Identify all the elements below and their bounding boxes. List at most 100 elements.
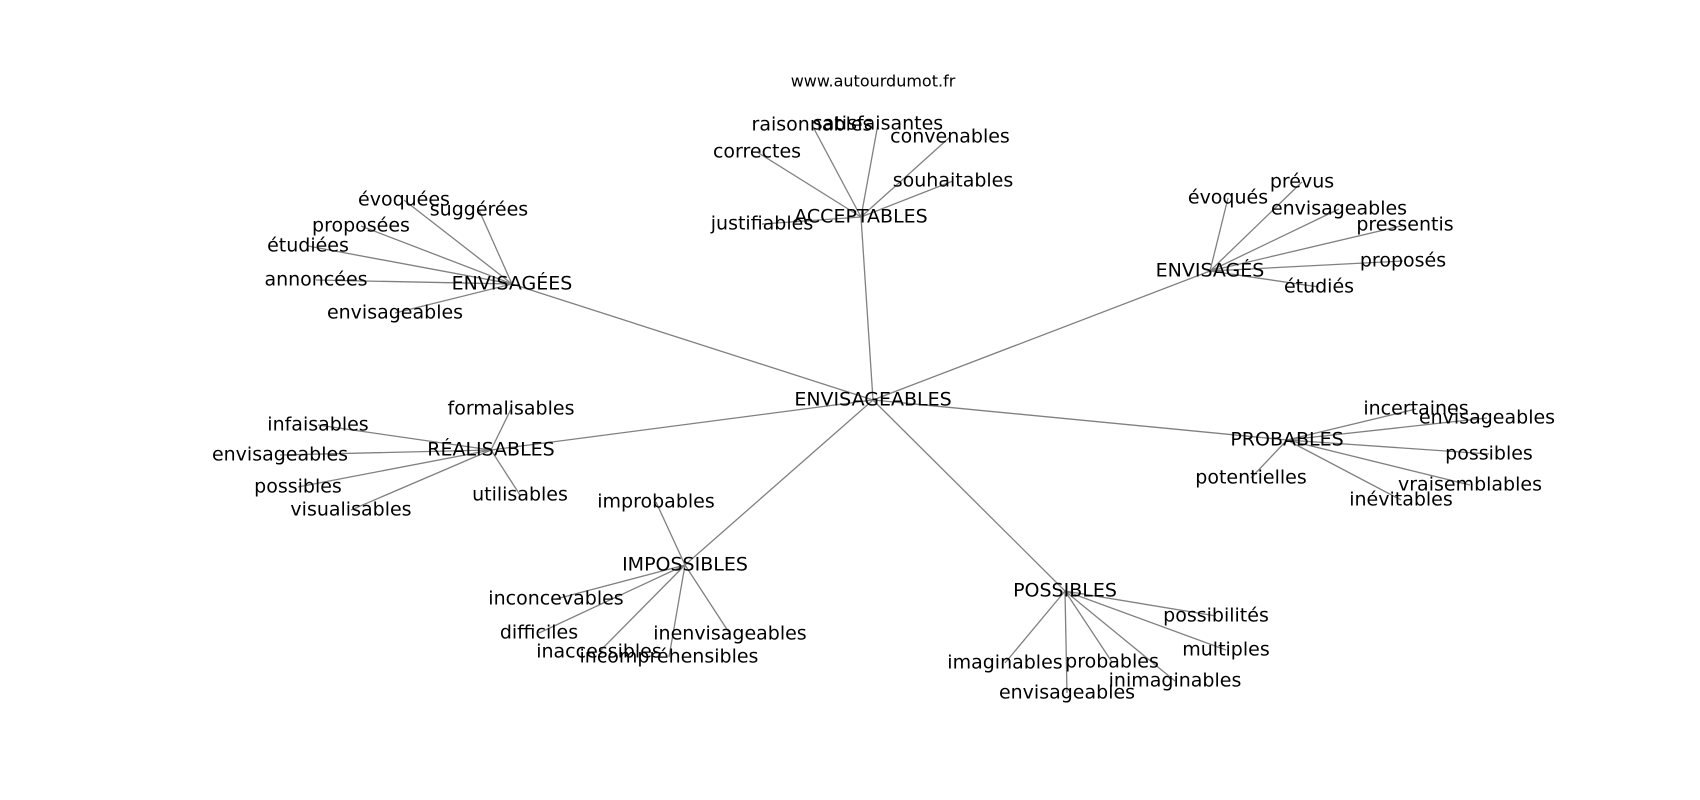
graph-labels: www.autourdumot.fr ENVISAGEABLES ACCEPTA… <box>212 72 1555 704</box>
hub-leaf-edge <box>403 199 513 285</box>
leaf-node-label: évoquées <box>358 189 450 211</box>
hub-leaf-edge <box>761 216 862 225</box>
center-hub-edge <box>684 399 874 566</box>
hub-leaf-edge <box>1209 197 1229 272</box>
hub-leaf-edge <box>1286 439 1402 501</box>
leaf-node-label: proposés <box>1360 250 1446 272</box>
hub-leaf-edge <box>1209 224 1406 272</box>
hub-leaf-edge <box>1209 181 1303 272</box>
center-hub-edge <box>490 399 874 451</box>
hub-node-label: POSSIBLES <box>1013 580 1117 602</box>
hub-leaf-edge <box>307 245 513 285</box>
hub-leaf-edge <box>555 564 686 600</box>
leaf-node-label: envisageables <box>1271 198 1407 220</box>
hub-leaf-edge <box>668 564 686 658</box>
hub-leaf-edge <box>1286 408 1417 441</box>
hub-leaf-edge <box>756 151 862 218</box>
hub-node-label: ENVISAGÉES <box>452 272 573 295</box>
hub-node-label: IMPOSSIBLES <box>622 554 748 576</box>
leaf-node-label: visualisables <box>290 499 411 521</box>
leaf-node-label: possibles <box>254 476 342 498</box>
hub-leaf-edge <box>860 136 951 218</box>
leaf-node-label: imaginables <box>947 652 1062 674</box>
center-hub-edge <box>872 399 1288 441</box>
center-hub-edge <box>872 399 1066 592</box>
leaf-node-label: formalisables <box>448 398 575 420</box>
leaf-node-label: suggérées <box>430 199 528 221</box>
leaf-node-label: correctes <box>713 141 801 163</box>
hub-leaf-edge <box>1286 439 1490 455</box>
leaf-node-label: probables <box>1065 651 1159 673</box>
leaf-node-label: proposées <box>312 215 410 237</box>
leaf-node-label: inévitables <box>1349 489 1453 511</box>
leaf-node-label: inconcevables <box>488 588 623 610</box>
leaf-node-label: improbables <box>597 491 715 513</box>
hub-leaf-edge <box>860 180 954 218</box>
hub-leaf-edge <box>1250 439 1288 479</box>
leaf-node-label: vraisemblables <box>1398 474 1542 496</box>
leaf-node-label: souhaitables <box>893 170 1014 192</box>
leaf-node-label: incompréhensibles <box>580 646 759 668</box>
hub-node-label: PROBABLES <box>1230 429 1343 451</box>
hub-leaf-edge <box>1064 590 1176 682</box>
hub-leaf-edge <box>655 501 686 566</box>
hub-leaf-edge <box>360 225 513 285</box>
hub-node-label: ACCEPTABLES <box>794 206 927 228</box>
center-node-label: ENVISAGEABLES <box>794 389 951 411</box>
hub-leaf-edge <box>1064 590 1068 694</box>
hub-leaf-edge <box>1064 590 1113 663</box>
hub-leaf-edge <box>1064 590 1227 651</box>
center-hub-edge <box>860 216 874 401</box>
hub-leaf-edge <box>1004 590 1066 664</box>
leaf-node-label: inaccessibles <box>536 641 662 663</box>
hub-leaf-edge <box>811 124 862 218</box>
hub-leaf-edge <box>1064 590 1217 617</box>
leaf-node-label: envisageables <box>327 302 463 324</box>
hub-leaf-edge <box>297 449 492 488</box>
hub-leaf-edge <box>350 449 492 511</box>
hub-leaf-edge <box>538 564 686 634</box>
hub-leaf-edge <box>684 564 731 635</box>
leaf-node-label: étudiées <box>267 235 349 257</box>
hub-node-label: RÉALISABLES <box>427 438 555 461</box>
leaf-node-label: utilisables <box>472 484 568 506</box>
leaf-node-label: satisfaisantes <box>813 113 943 135</box>
center-hub-edge <box>511 283 874 401</box>
leaf-node-label: possibles <box>1445 443 1533 465</box>
leaf-node-label: envisageables <box>212 444 348 466</box>
leaf-node-label: envisageables <box>999 682 1135 704</box>
leaf-node-label: incertaines <box>1363 398 1468 420</box>
hub-leaf-edge <box>860 123 879 218</box>
leaf-node-label: annoncées <box>264 269 367 291</box>
leaf-node-label: possibilités <box>1163 605 1269 627</box>
hub-leaf-edge <box>279 449 492 456</box>
leaf-node-label: multiples <box>1182 639 1270 661</box>
leaf-node-label: prévus <box>1270 171 1334 193</box>
leaf-node-label: potentielles <box>1195 467 1306 489</box>
hub-leaf-edge <box>1209 270 1320 288</box>
hub-leaf-edge <box>478 209 513 285</box>
leaf-node-label: infaisables <box>267 414 368 436</box>
hub-leaf-edge <box>1209 260 1404 272</box>
leaf-node-label: envisageables <box>1419 407 1555 429</box>
leaf-node-label: justifiables <box>710 213 814 235</box>
leaf-node-label: inimaginables <box>1109 670 1242 692</box>
graph-edges <box>279 123 1490 694</box>
source-watermark: www.autourdumot.fr <box>791 72 956 91</box>
hub-leaf-edge <box>490 408 512 451</box>
leaf-node-label: convenables <box>890 126 1010 148</box>
hub-leaf-edge <box>394 283 513 314</box>
leaf-node-label: étudiés <box>1284 276 1354 298</box>
hub-leaf-edge <box>317 424 492 451</box>
center-hub-edge <box>872 270 1211 401</box>
hub-leaf-edge <box>598 564 686 653</box>
hub-leaf-edge <box>315 279 513 285</box>
leaf-node-label: pressentis <box>1356 214 1453 236</box>
leaf-node-label: raisonnables <box>752 114 873 136</box>
hub-leaf-edge <box>1286 439 1471 486</box>
hub-leaf-edge <box>1286 417 1488 441</box>
leaf-node-label: évoqués <box>1188 187 1268 209</box>
leaf-node-label: difficiles <box>500 622 578 644</box>
leaf-node-label: inenvisageables <box>653 623 806 645</box>
